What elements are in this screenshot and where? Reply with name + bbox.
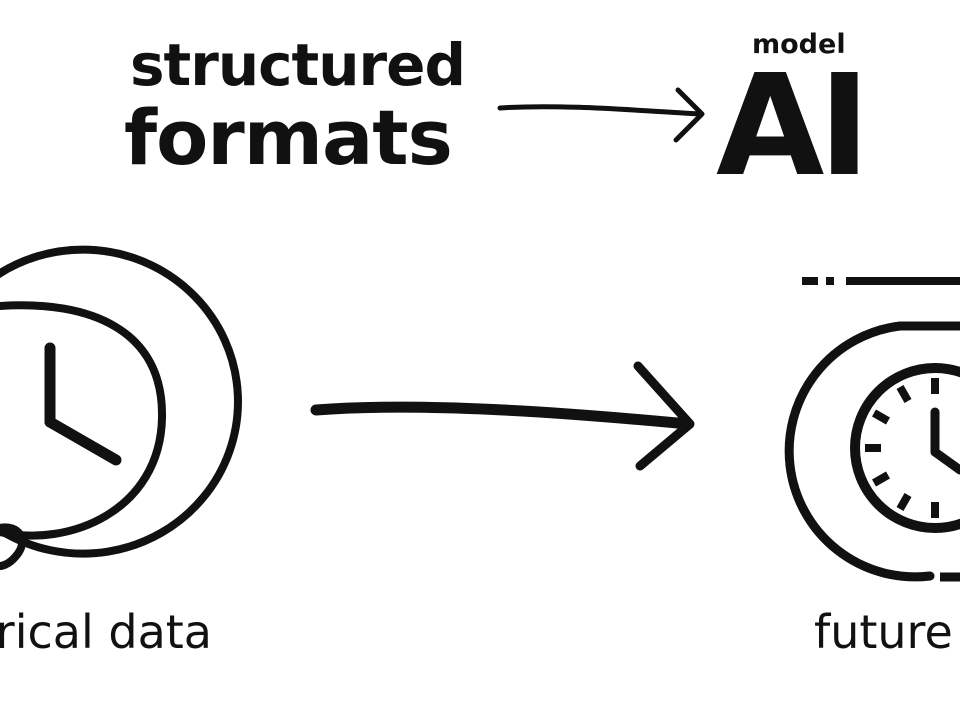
historical-clock-minute-hand [44,416,122,466]
formats-label: formats [124,93,453,182]
structured-label: structured [130,31,466,99]
historical-clock-icon [0,245,242,570]
future-clock-ticks [865,378,939,518]
model-caption: model [752,29,846,60]
future-clock-minute-hand [930,447,960,475]
historical-clock-inner-ring [0,301,167,540]
arrow-bottom-icon [310,361,695,471]
ai-label: AI [716,45,870,208]
historical-clock-tail [0,523,26,570]
future-clock-face [850,363,960,533]
future-label: future [814,605,953,659]
arrow-bottom-head [633,361,695,471]
arrow-top-head [673,87,705,143]
arrow-bottom-shaft [310,401,694,430]
historical-clock-outer-ring [0,245,242,558]
arrow-top-shaft [497,104,703,117]
future-clock-icon [784,277,960,582]
future-clock-outer-ring [784,321,960,582]
historical-data-label: historical data [0,605,212,659]
arrow-top-icon [497,87,705,143]
